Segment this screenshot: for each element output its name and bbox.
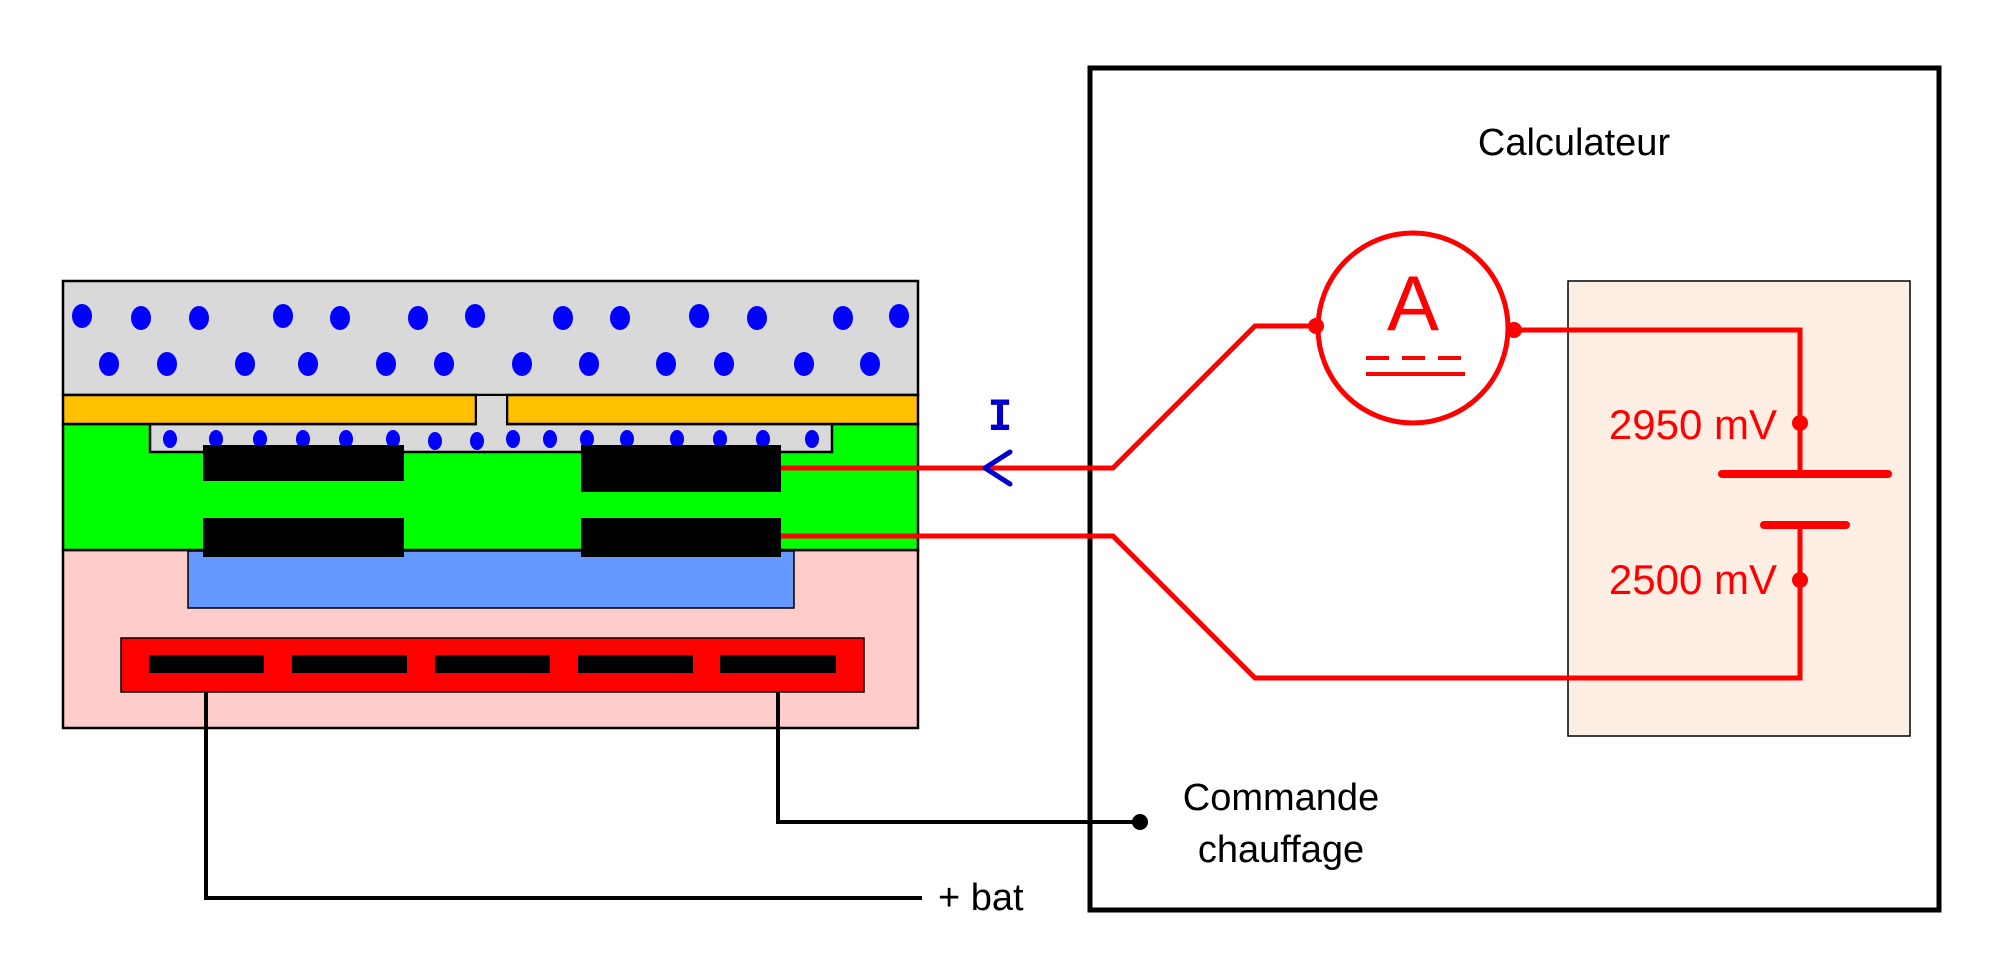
gas-particle — [339, 430, 353, 448]
current-arrow-icon — [982, 449, 1013, 487]
signal-wire-upper — [781, 323, 1318, 471]
voltage-label-lower: 2500 mV — [1609, 556, 1777, 603]
heater-element — [292, 655, 407, 673]
protective-layer-left — [61, 393, 478, 426]
electrode-bottom-right — [581, 518, 781, 557]
gas-particle — [889, 304, 909, 328]
gas-particle — [506, 430, 520, 448]
ammeter-terminal-right — [1506, 322, 1522, 338]
diffusion-gap — [477, 396, 506, 426]
gas-particle — [553, 306, 573, 330]
reference-voltage-panel — [1567, 280, 1911, 737]
gas-particle — [99, 352, 119, 376]
gas-particle — [253, 430, 267, 448]
gas-particle — [376, 352, 396, 376]
gas-particle — [235, 352, 255, 376]
gas-particle — [656, 352, 676, 376]
gas-particle — [434, 352, 454, 376]
gas-particle — [833, 306, 853, 330]
gas-particle — [610, 306, 630, 330]
gas-particle — [157, 352, 177, 376]
sensor — [61, 279, 920, 730]
gas-particle — [408, 306, 428, 330]
gas-particle — [747, 306, 767, 330]
gas-particle — [670, 430, 684, 448]
gas-particle — [131, 306, 151, 330]
gas-particle — [805, 430, 819, 448]
heater-control-label-line1: Commande — [1183, 777, 1379, 819]
gas-particle — [756, 430, 770, 448]
gas-particle — [620, 430, 634, 448]
heater-control-terminal — [1132, 814, 1148, 830]
ammeter-symbol: A — [1387, 259, 1439, 347]
heater-control-wire — [776, 692, 1140, 824]
gas-particle — [794, 352, 814, 376]
gas-particle — [579, 352, 599, 376]
heater-element — [435, 655, 550, 673]
ammeter-terminal-left — [1308, 318, 1324, 334]
gas-particles — [72, 304, 909, 376]
heater-control-label-line2: chauffage — [1198, 829, 1364, 871]
gas-particle — [209, 430, 223, 448]
battery-label: + bat — [938, 877, 1024, 919]
gas-particle — [714, 352, 734, 376]
heater-element — [149, 655, 264, 673]
gas-particle — [189, 306, 209, 330]
voltage-node-upper — [1792, 415, 1808, 431]
gas-particle — [330, 306, 350, 330]
calculateur-box — [1087, 65, 1942, 913]
signal-wire-lower — [781, 533, 1803, 681]
gas-particle — [470, 432, 484, 450]
gas-particle — [298, 352, 318, 376]
electrode-top-right — [581, 445, 781, 492]
heater-element — [578, 655, 693, 673]
reference-air-cavity — [187, 550, 795, 609]
electrode-top-left — [203, 445, 404, 481]
gas-particle — [580, 430, 594, 448]
current-label: I — [987, 391, 1012, 440]
protective-layer-right — [505, 393, 920, 426]
gas-particle — [713, 430, 727, 448]
exhaust-gas-layer — [61, 279, 920, 397]
gas-particle — [512, 352, 532, 376]
voltage-label-upper: 2950 mV — [1609, 401, 1777, 448]
heater-element — [720, 655, 836, 673]
gas-particle — [860, 352, 880, 376]
voltage-node-lower — [1792, 572, 1808, 588]
gas-particle — [465, 304, 485, 328]
gas-particle — [386, 430, 400, 448]
gas-particle — [543, 430, 557, 448]
gas-particle — [72, 304, 92, 328]
calculateur-title: Calculateur — [1478, 122, 1671, 164]
ammeter: A — [1308, 230, 1522, 426]
gas-particle — [273, 304, 293, 328]
battery-wire — [204, 692, 922, 900]
cavity-particles — [163, 430, 819, 450]
gas-particle — [689, 304, 709, 328]
gas-particle — [296, 430, 310, 448]
gas-particle — [163, 430, 177, 448]
heater — [120, 637, 865, 693]
electrode-bottom-left — [203, 518, 404, 557]
gas-particle — [428, 432, 442, 450]
